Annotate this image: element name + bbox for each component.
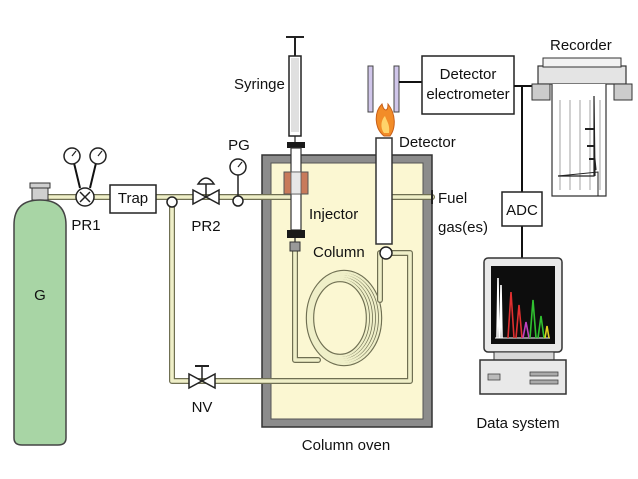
injector-label: Injector [309, 206, 358, 223]
gas-cylinder: G [13, 182, 67, 446]
nv-label: NV [192, 399, 213, 416]
detector-label: Detector [399, 134, 456, 151]
recorder: Recorder [531, 37, 633, 197]
signal-wires [514, 85, 539, 258]
column-oven-label: Column oven [302, 437, 390, 454]
recorder-trace [558, 95, 597, 177]
detector-electrometer-label-line1: Detector [440, 66, 497, 83]
adc-label: ADC [506, 202, 538, 219]
pr1-label: PR1 [71, 217, 100, 234]
chromatogram-display [495, 277, 550, 339]
detector-electrometer: Detector electrometer [421, 55, 515, 115]
pressure-regulator-pr1: PR1 [63, 147, 107, 234]
trap-label: Trap [118, 190, 148, 207]
data-system: Data system [476, 257, 567, 432]
column-label: Column [313, 244, 365, 261]
pressure-regulator-pr2: PR2 [191, 177, 221, 235]
syringe: Syringe [234, 36, 304, 250]
recorder-label: Recorder [550, 37, 612, 54]
data-system-label: Data system [476, 415, 559, 432]
pr2-label: PR2 [191, 218, 220, 235]
fuel-label-line2: gas(es) [438, 219, 488, 236]
split-junction [166, 196, 178, 208]
injector: Injector [283, 142, 358, 252]
syringe-label: Syringe [234, 76, 285, 93]
electrodes [367, 65, 422, 113]
needle-valve-nv: NV [188, 365, 216, 416]
gas-cylinder-label: G [34, 287, 46, 304]
pressure-gauge-pg: PG [228, 137, 250, 207]
pg-label: PG [228, 137, 250, 154]
detector: Detector [375, 102, 456, 260]
adc: ADC [501, 191, 543, 227]
trap: Trap [109, 184, 157, 214]
detector-electrometer-label-line2: electrometer [426, 86, 509, 103]
fuel-label-line1: Fuel [438, 190, 467, 207]
fuel-gas-inlet: Fuel gas(es) [431, 190, 488, 236]
